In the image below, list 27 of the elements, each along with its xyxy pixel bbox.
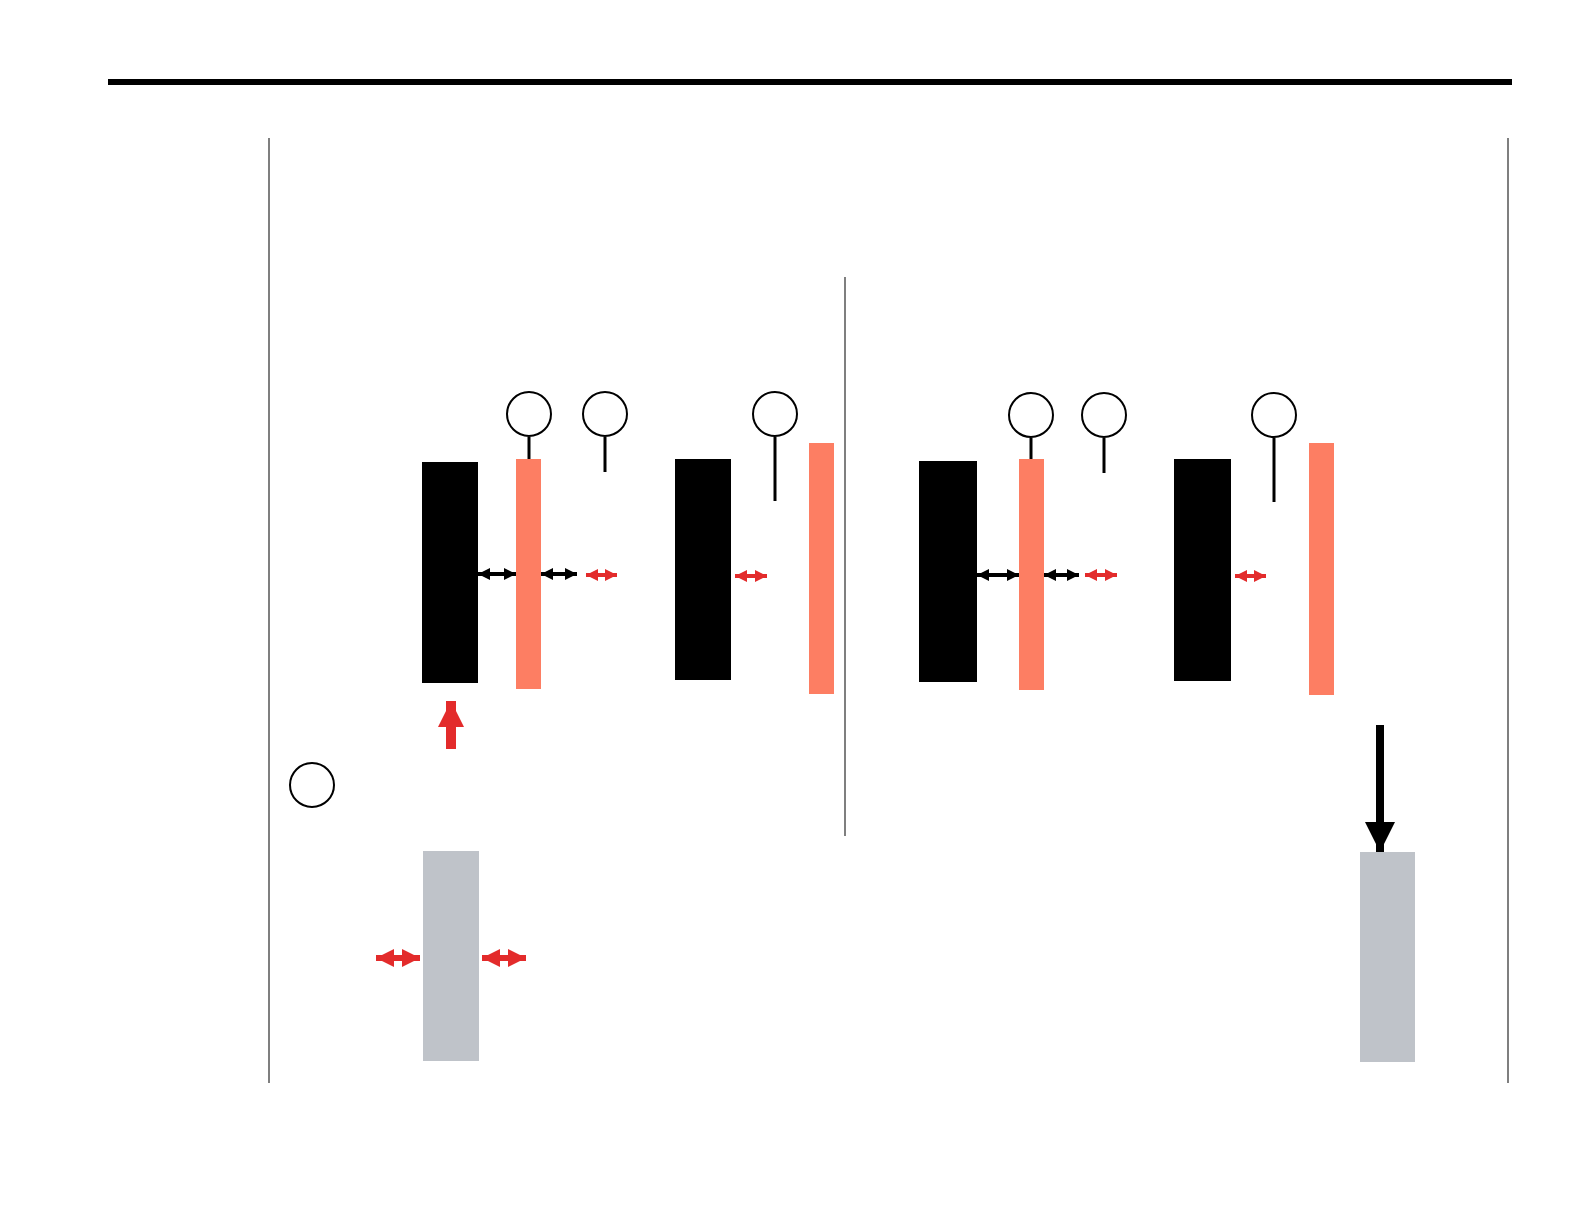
callout-circle bbox=[1008, 392, 1054, 438]
double-arrow bbox=[541, 568, 577, 580]
double-arrow bbox=[977, 569, 1019, 581]
callout-circle bbox=[289, 762, 335, 808]
plate bbox=[1360, 852, 1415, 1062]
leader-line bbox=[1272, 438, 1276, 502]
callout-circle bbox=[582, 391, 628, 437]
strip bbox=[1019, 459, 1044, 690]
callout-circle bbox=[1081, 392, 1127, 438]
strip bbox=[1309, 443, 1334, 695]
block bbox=[422, 462, 478, 683]
plate bbox=[423, 851, 479, 1061]
callout-circle bbox=[1251, 392, 1297, 438]
block bbox=[919, 461, 977, 682]
leader-line bbox=[603, 437, 607, 472]
callout-circle bbox=[506, 391, 552, 437]
leader-line bbox=[1029, 438, 1033, 459]
strip bbox=[809, 443, 834, 694]
double-arrow bbox=[478, 568, 516, 580]
double-arrow bbox=[1044, 569, 1079, 581]
block bbox=[1174, 459, 1231, 681]
callout-circle bbox=[752, 391, 798, 437]
block bbox=[675, 459, 731, 680]
leader-line bbox=[1102, 438, 1106, 473]
strip bbox=[516, 459, 541, 689]
leader-line bbox=[773, 437, 777, 501]
leader-line bbox=[527, 437, 531, 459]
